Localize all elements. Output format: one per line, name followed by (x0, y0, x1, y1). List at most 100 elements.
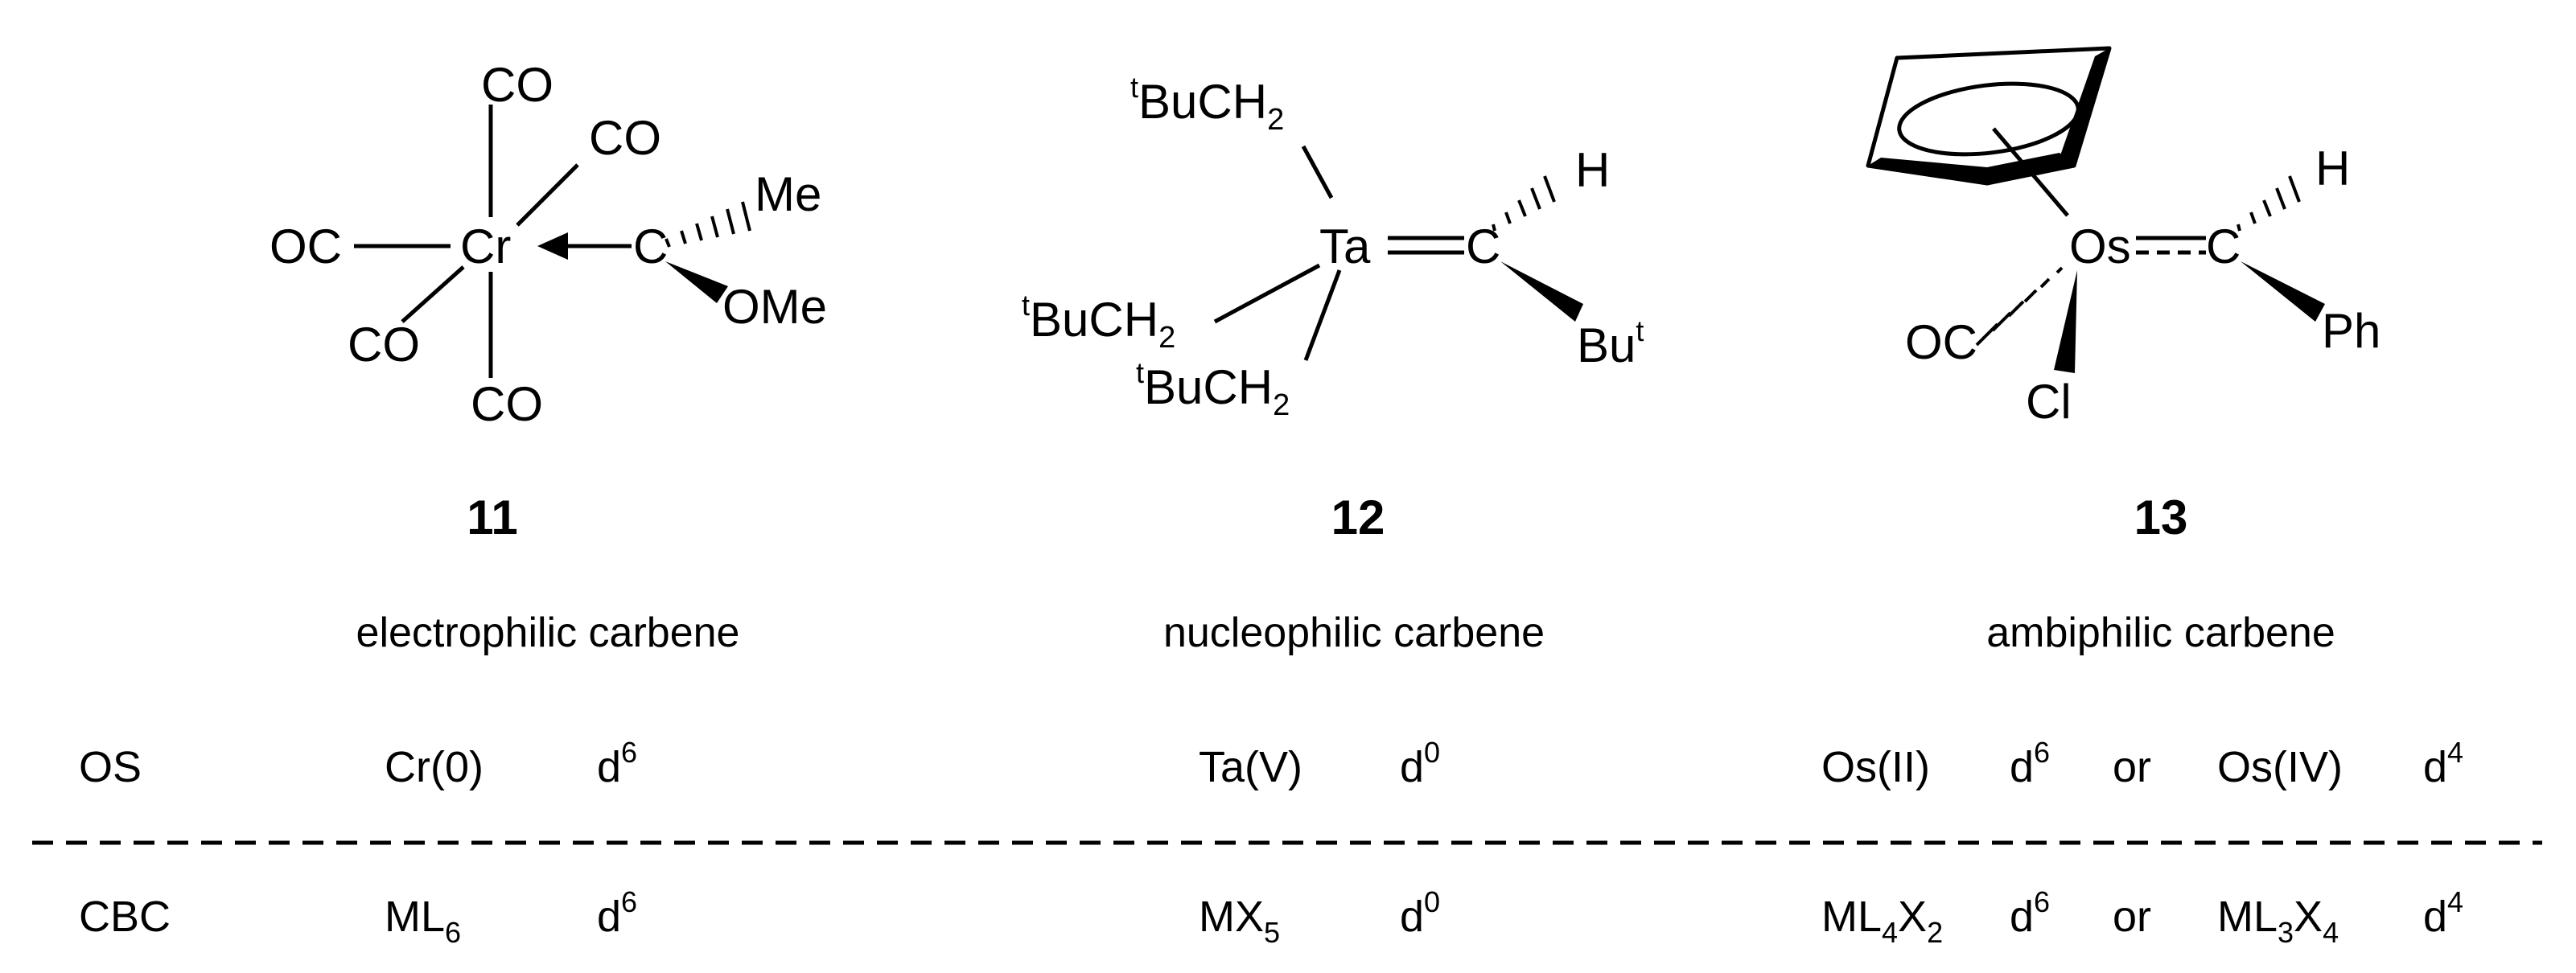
d-superscript: 0 (1424, 885, 1440, 918)
tert-superscript: t (1136, 356, 1144, 389)
compound-13-structure: Os C H Ph OC Cl (1866, 46, 2381, 429)
class-x: X (1898, 893, 1927, 941)
ta-covalent-class: MX5 (1199, 893, 1280, 949)
ch2tbu-left-group: tBuCH2 (1022, 289, 1175, 355)
carbene-carbon-label: C (1466, 220, 1500, 273)
class-subscript: 6 (445, 916, 461, 949)
ch2-subscript: 2 (1158, 321, 1175, 355)
class-subscript: 5 (1264, 916, 1280, 949)
c-h-hashed-bond (1492, 175, 1556, 232)
cr-co-lower-left-bond (401, 265, 465, 323)
os-co-hashed-bond (1975, 266, 2064, 347)
ta-ch2-left-bond (1213, 263, 1321, 324)
compound-13-number: 13 (2134, 491, 2188, 544)
cr-oxidation-state: Cr(0) (385, 743, 484, 791)
c-ome-wedge-bond (665, 261, 728, 303)
c-h-hashed-bond (2237, 175, 2301, 232)
os-row-label: OS (79, 743, 142, 791)
cr-d-count: d6 (597, 736, 637, 791)
compound-11-number: 11 (467, 491, 517, 544)
class-subscript: 4 (2323, 916, 2339, 949)
cbc-row: CBC ML6 d6 MX5 d0 ML4X2 d6 or ML3X4 d4 (79, 885, 2463, 949)
h-label: H (2315, 142, 2350, 195)
compound-13-caption: ambiphilic carbene (1986, 610, 2335, 656)
class-ml: ML (1821, 893, 1882, 941)
butyl-ch-text: BuCH (1144, 360, 1273, 414)
ta-metal-label: Ta (1319, 220, 1371, 273)
tert-superscript: t (1022, 289, 1030, 322)
class-subscript: 4 (1882, 916, 1898, 949)
d-superscript: 4 (2447, 736, 2463, 769)
os-iv-oxidation-state: Os(IV) (2217, 743, 2343, 791)
compound-11-caption: electrophilic carbene (356, 610, 740, 656)
os-row: OS Cr(0) d6 Ta(V) d0 Os(II) d6 or Os(IV)… (79, 736, 2463, 791)
carbene-carbon-label: C (2206, 220, 2241, 273)
h-label: H (1575, 143, 1610, 197)
ta-ch2-upper-bond (1301, 145, 1334, 199)
c-me-hashed-bond (665, 201, 751, 248)
cp-aromatic-circle (1897, 81, 2080, 157)
butyl-ch-text: BuCH (1138, 75, 1267, 129)
d-superscript: 6 (2034, 736, 2050, 769)
class-subscript: 3 (2278, 916, 2294, 949)
os-iv-d-count: d4 (2423, 736, 2463, 791)
ta-oxidation-state: Ta(V) (1199, 743, 1302, 791)
os-cbc-d-count-1: d6 (2010, 885, 2050, 941)
d-letter: d (2010, 743, 2034, 791)
os-covalent-class-1: ML4X2 (1821, 893, 1943, 949)
os-ii-oxidation-state: Os(II) (1821, 743, 1930, 791)
compound-12-number: 12 (1331, 491, 1385, 544)
oc-left-label: OC (270, 220, 342, 273)
os-ii-d-count: d6 (2010, 736, 2050, 791)
tert-superscript: t (1636, 314, 1644, 347)
ta-d-count: d0 (1400, 736, 1440, 791)
butyl-ch-text: BuCH (1030, 293, 1158, 347)
oc-label: OC (1905, 315, 1977, 369)
os-metal-label: Os (2069, 220, 2131, 273)
cr-covalent-class: ML6 (385, 893, 461, 949)
cr-co-upper-right-bond (516, 163, 579, 227)
class-mx: MX (1199, 893, 1264, 941)
but-label: But (1577, 314, 1644, 372)
c-but-wedge-bond (1500, 261, 1583, 322)
ta-cbc-d-count: d0 (1400, 885, 1440, 941)
os-cbc-d-count-2: d4 (2423, 885, 2463, 941)
cp-ring-right-edge (2060, 48, 2109, 166)
class-subscript: 2 (1927, 916, 1943, 949)
d-superscript: 6 (2034, 885, 2050, 918)
cl-label: Cl (2026, 375, 2072, 429)
d-letter: d (1400, 743, 1424, 791)
compound-12-caption: nucleophilic carbene (1163, 610, 1545, 656)
os-covalent-class-2: ML3X4 (2217, 893, 2339, 949)
me-label: Me (755, 167, 821, 221)
c-ph-wedge-bond (2241, 261, 2325, 322)
ome-label: OMe (722, 280, 827, 334)
d-letter: d (1400, 893, 1424, 941)
or-text: or (2113, 893, 2151, 941)
os-cl-wedge-bond (2054, 270, 2077, 373)
ch2-subscript: 2 (1273, 388, 1290, 422)
cp-os-bond (1992, 127, 2069, 217)
co-upper-right-label: CO (589, 111, 661, 165)
ch2tbu-lower-label: tBuCH2 (1136, 356, 1290, 422)
d-superscript: 6 (621, 736, 637, 769)
ch2tbu-lower-group: tBuCH2 (1136, 356, 1290, 422)
d-letter: d (597, 893, 621, 941)
or-text: or (2113, 743, 2151, 791)
class-ml: ML (2217, 893, 2278, 941)
co-lower-left-label: CO (348, 318, 420, 372)
tert-superscript: t (1130, 71, 1138, 104)
d-letter: d (597, 743, 621, 791)
butyl-text: Bu (1577, 318, 1636, 372)
ch2-subscript: 2 (1267, 103, 1284, 137)
cr-metal-label: Cr (460, 220, 511, 273)
d-letter: d (2423, 743, 2447, 791)
co-bottom-label: CO (471, 377, 543, 431)
d-superscript: 4 (2447, 885, 2463, 918)
d-superscript: 6 (621, 885, 637, 918)
d-superscript: 0 (1424, 736, 1440, 769)
ch2tbu-left-label: tBuCH2 (1022, 289, 1175, 355)
class-x: X (2294, 893, 2323, 941)
